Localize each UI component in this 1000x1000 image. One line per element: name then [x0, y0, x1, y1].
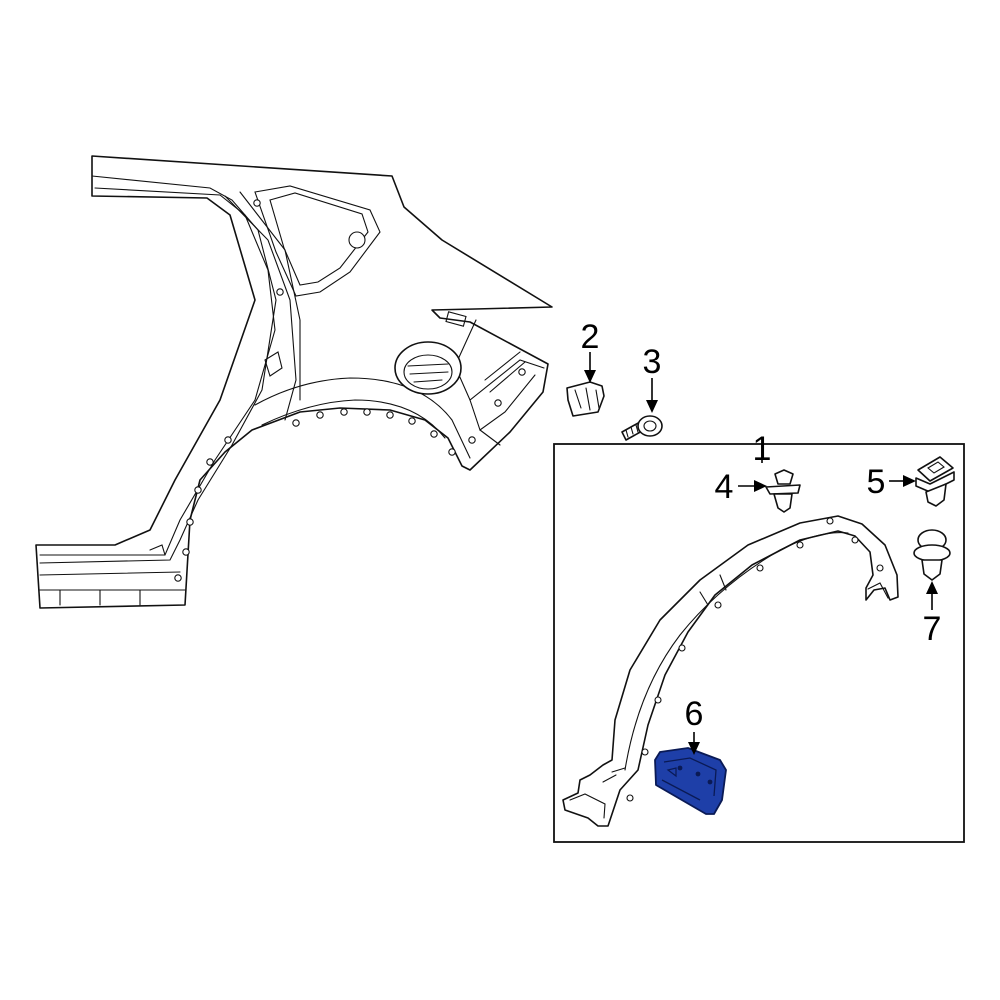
- part-6-mud-flap: [654, 747, 727, 815]
- callout-2: 2: [581, 318, 600, 356]
- callout-labels: 1 2 3 4 5 6 7: [581, 318, 942, 733]
- part-1-wheel-molding: [562, 515, 899, 827]
- part-5-clip: [915, 456, 955, 507]
- callout-4: 4: [715, 468, 734, 506]
- callout-6: 6: [685, 695, 704, 733]
- callout-7: 7: [923, 610, 942, 648]
- quarter-panel: [35, 155, 553, 609]
- part-1-group-box: [553, 443, 965, 843]
- callout-3: 3: [643, 343, 662, 381]
- part-3-screw: [621, 415, 663, 441]
- part-4-clip: [765, 469, 801, 513]
- callout-1: 1: [753, 430, 772, 468]
- part-7-clip: [913, 529, 951, 581]
- part-2-bracket: [566, 381, 605, 417]
- leader-lines: [584, 352, 938, 755]
- callout-5: 5: [867, 463, 886, 501]
